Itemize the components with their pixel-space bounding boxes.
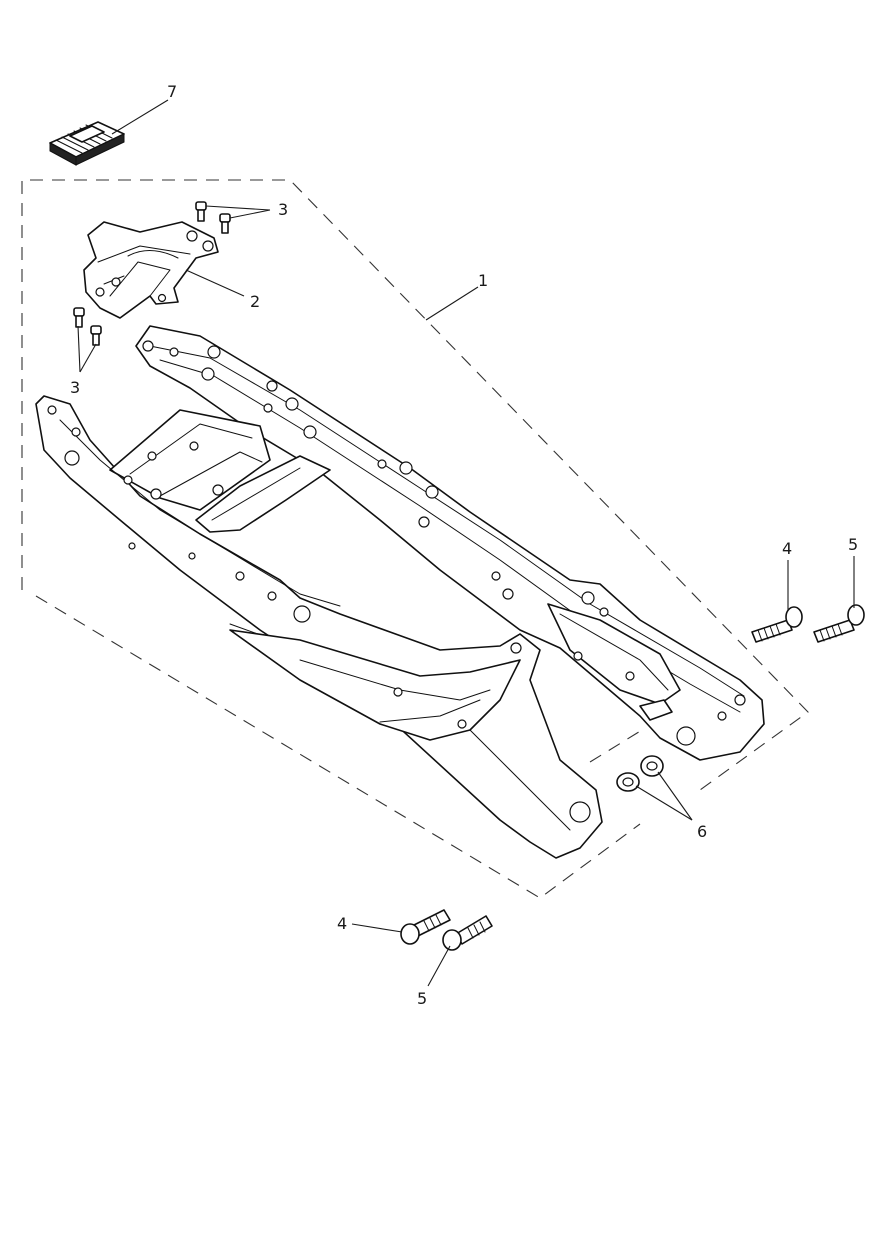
bracket-bolt-top-a [195, 201, 207, 222]
callout-bolt-right-4: 4 [782, 539, 792, 558]
spacer-b-part [640, 755, 664, 777]
callout-bolt-lower-4: 4 [337, 914, 347, 933]
spacer-a-part [616, 772, 640, 792]
callout-bracket: 2 [250, 292, 260, 311]
callout-spacers: 6 [697, 822, 707, 841]
ecu-module-part [49, 121, 125, 166]
bolt-lower-5-part [442, 915, 493, 951]
callout-bracket-bolts-left: 3 [70, 378, 80, 397]
assembly-boundary [21, 179, 809, 899]
bolt-right-5-part [813, 604, 865, 643]
mounting-bracket-part [83, 221, 219, 319]
rear-subframe-part [35, 325, 765, 859]
leader-lines [77, 99, 855, 987]
callout-ecu-module: 7 [167, 82, 177, 101]
bolt-lower-4-part [400, 909, 451, 945]
bolt-right-4-part [751, 606, 803, 643]
bracket-bolt-left-a [73, 307, 85, 328]
callout-frame: 1 [478, 271, 488, 290]
callout-bolt-lower-5: 5 [417, 989, 427, 1008]
bracket-bolt-top-b [219, 213, 231, 234]
callout-bolt-right-5: 5 [848, 535, 858, 554]
callout-bracket-bolts-top: 3 [278, 200, 288, 219]
bracket-bolt-left-b [90, 325, 102, 346]
